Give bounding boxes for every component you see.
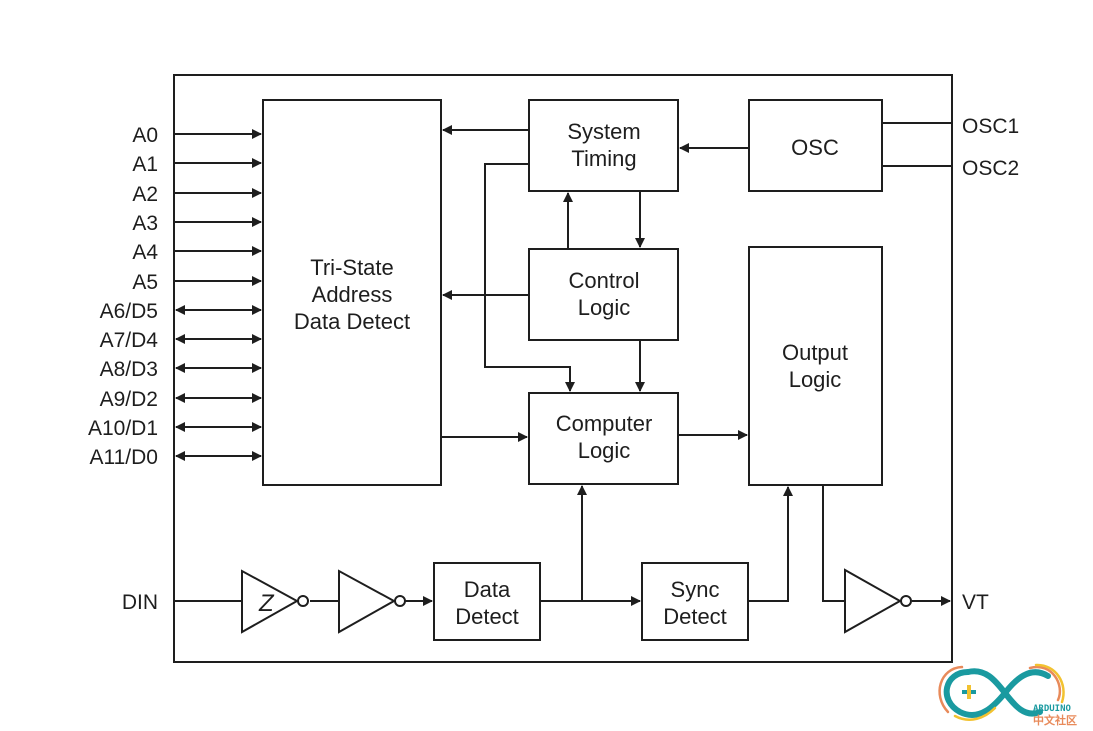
block-system-timing: System Timing bbox=[528, 99, 679, 192]
pin-din: DIN bbox=[122, 591, 158, 614]
inverter bbox=[338, 569, 406, 634]
block-computer-logic: Computer Logic bbox=[528, 392, 679, 485]
block-osc: OSC bbox=[748, 99, 883, 192]
pin-label: A8/D3 bbox=[100, 358, 158, 381]
data-detect-line-1: Data bbox=[464, 577, 511, 602]
osc-label: OSC bbox=[791, 135, 839, 160]
arduino-logo: ARDUINO 中文社区 bbox=[938, 663, 1077, 727]
pin-osc2: OSC2 bbox=[962, 157, 1019, 180]
schmitt-symbol-icon: Z bbox=[258, 590, 275, 617]
wire-timing-to-computer bbox=[484, 163, 575, 392]
pin-label: A1 bbox=[132, 153, 158, 176]
pin-label: A0 bbox=[132, 124, 158, 147]
pin-label: A11/D0 bbox=[90, 446, 159, 469]
tristate-line-3: Data Detect bbox=[294, 309, 410, 334]
computer-logic-line-2: Logic bbox=[578, 438, 631, 463]
system-timing-line-2: Timing bbox=[571, 146, 636, 171]
computer-logic-line-1: Computer bbox=[556, 411, 653, 436]
pin-label: A2 bbox=[132, 183, 158, 206]
output-inverter bbox=[844, 568, 912, 634]
pin-label: A10/D1 bbox=[88, 417, 158, 440]
pin-osc1: OSC1 bbox=[962, 115, 1019, 138]
system-timing-line-1: System bbox=[567, 119, 640, 144]
output-logic-line-1: Output bbox=[782, 340, 848, 365]
block-data-detect: Data Detect bbox=[433, 562, 541, 641]
wires bbox=[174, 122, 952, 606]
output-logic-line-2: Logic bbox=[789, 367, 842, 392]
block-control-logic: Control Logic bbox=[528, 248, 679, 341]
pin-label: A9/D2 bbox=[100, 388, 158, 411]
pin-label: A3 bbox=[132, 212, 158, 235]
tristate-line-1: Tri-State bbox=[310, 255, 394, 280]
block-sync-detect: Sync Detect bbox=[641, 562, 749, 641]
wire-output-to-buffer bbox=[822, 485, 845, 602]
pin-label: A6/D5 bbox=[100, 300, 158, 323]
block-output-logic: Output Logic bbox=[748, 246, 883, 486]
pin-label: A4 bbox=[132, 241, 158, 264]
pin-vt: VT bbox=[962, 591, 989, 614]
data-detect-line-2: Detect bbox=[455, 604, 519, 629]
tristate-line-2: Address bbox=[312, 282, 393, 307]
sync-detect-line-1: Sync bbox=[671, 577, 720, 602]
logo-subtitle: 中文社区 bbox=[1033, 713, 1077, 727]
block-tristate: Tri-State Address Data Detect bbox=[262, 99, 442, 486]
pin-label: A7/D4 bbox=[100, 329, 159, 352]
sync-detect-line-2: Detect bbox=[663, 604, 727, 629]
left-pins: A0A1A2A3A4A5A6/D5A7/D4A8/D3A9/D2A10/D1A1… bbox=[88, 124, 262, 469]
control-logic-line-1: Control bbox=[569, 268, 640, 293]
logo-brand: ARDUINO bbox=[1033, 704, 1072, 714]
schmitt-inverter: Z bbox=[241, 569, 309, 634]
wire-sync-to-output bbox=[748, 486, 793, 602]
control-logic-line-2: Logic bbox=[578, 295, 631, 320]
pin-label: A5 bbox=[132, 271, 158, 294]
